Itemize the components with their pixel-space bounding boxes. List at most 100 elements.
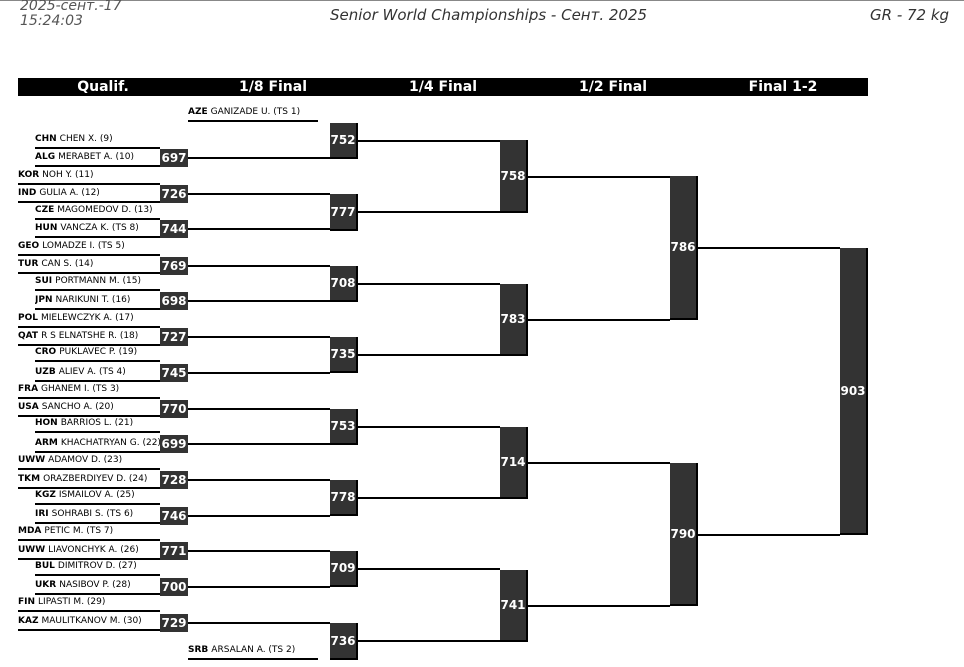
quarter-final-bout: 714	[500, 427, 528, 499]
athlete-name: SANCHO A. (20)	[41, 402, 114, 412]
nation-code: KAZ	[18, 616, 39, 626]
eighth-final-bout: 753	[330, 409, 358, 445]
athlete-name: GANIZADE U. (TS 1)	[210, 107, 301, 117]
bracket-connector	[188, 622, 330, 624]
nation-code: IND	[18, 188, 37, 198]
nation-code: TKM	[18, 474, 41, 484]
qualif-bout-number: 771	[160, 542, 188, 560]
bracket-connector	[358, 211, 500, 213]
qualif-bout-number: 744	[160, 220, 188, 238]
nation-code: ALG	[35, 152, 56, 162]
bracket-connector	[188, 372, 330, 374]
nation-code: UKR	[35, 580, 57, 590]
event-title: Senior World Championships - Сент. 2025	[330, 6, 648, 24]
bracket-connector	[528, 462, 670, 464]
round-header-bar: Qualif. 1/8 Final 1/4 Final 1/2 Final Fi…	[18, 78, 868, 96]
weight-category: GR - 72 kg	[870, 6, 950, 24]
bracket-connector	[188, 265, 330, 267]
athlete-name: GULIA A. (12)	[39, 188, 100, 198]
nation-code: MDA	[18, 526, 42, 536]
print-date: 2025-сент.-17	[20, 0, 122, 14]
eighth-final-bout: 752	[330, 123, 358, 159]
nation-code: FRA	[18, 384, 39, 394]
athlete-name: VANCZA K. (TS 8)	[60, 223, 139, 233]
nation-code: IRI	[35, 509, 49, 519]
athlete-name: DIMITROV D. (27)	[57, 561, 137, 571]
bracket-connector	[188, 228, 330, 230]
round-quarter-final: 1/4 Final	[408, 79, 478, 95]
athlete-name: ORAZBERDIYEV D. (24)	[43, 474, 148, 484]
bracket-connector	[188, 336, 330, 338]
qualif-bout-number: 727	[160, 328, 188, 346]
nation-code: KGZ	[35, 490, 56, 500]
bracket-connector	[358, 497, 500, 499]
bracket-connector	[188, 157, 330, 159]
bracket-connector	[358, 140, 500, 142]
round-semi-final: 1/2 Final	[578, 79, 648, 95]
semi-final-bout: 786	[670, 176, 698, 320]
athlete-name: LIPASTI M. (29)	[38, 597, 106, 607]
nation-code: BUL	[35, 561, 55, 571]
qualif-bout-number: 698	[160, 292, 188, 310]
nation-code: USA	[18, 402, 39, 412]
nation-code: SRB	[188, 645, 209, 655]
nation-code: UWW	[18, 455, 46, 465]
athlete-name: MAULITKANOV M. (30)	[41, 616, 142, 626]
bracket-connector	[358, 568, 500, 570]
athlete-name: NASIBOV P. (28)	[59, 580, 131, 590]
bracket-connector	[188, 408, 330, 410]
nation-code: JPN	[35, 295, 53, 305]
nation-code: FIN	[18, 597, 36, 607]
bracket-connector	[188, 550, 330, 552]
nation-code: KOR	[18, 170, 40, 180]
nation-code: HUN	[35, 223, 58, 233]
quarter-final-bout: 783	[500, 284, 528, 356]
athlete-name: CAN S. (14)	[41, 259, 94, 269]
athlete-name: BARRIOS L. (21)	[60, 418, 134, 428]
qualif-bout-number: 745	[160, 364, 188, 382]
bracket-connector	[528, 319, 670, 321]
nation-code: POL	[18, 313, 38, 323]
eighth-final-bout: 778	[330, 480, 358, 516]
athlete-name: LIAVONCHYK A. (26)	[48, 545, 139, 555]
nation-code: HON	[35, 418, 58, 428]
qualif-bout-number: 729	[160, 614, 188, 632]
nation-code: TUR	[18, 259, 39, 269]
bracket-connector	[528, 605, 670, 607]
nation-code: UWW	[18, 545, 46, 555]
bracket-connector	[358, 426, 500, 428]
athlete-name: R S ELNATSHE R. (18)	[41, 331, 139, 341]
qualif-bout-number: 770	[160, 400, 188, 418]
athlete-name: CHEN X. (9)	[59, 134, 113, 144]
nation-code: CZE	[35, 205, 55, 215]
top-border	[0, 0, 964, 1]
quarter-final-bout: 758	[500, 140, 528, 213]
bracket-connector	[358, 283, 500, 285]
bracket-connector	[188, 586, 330, 588]
final-bout: 903	[840, 248, 868, 535]
bracket-connector	[358, 640, 500, 642]
bracket-connector	[358, 354, 500, 356]
